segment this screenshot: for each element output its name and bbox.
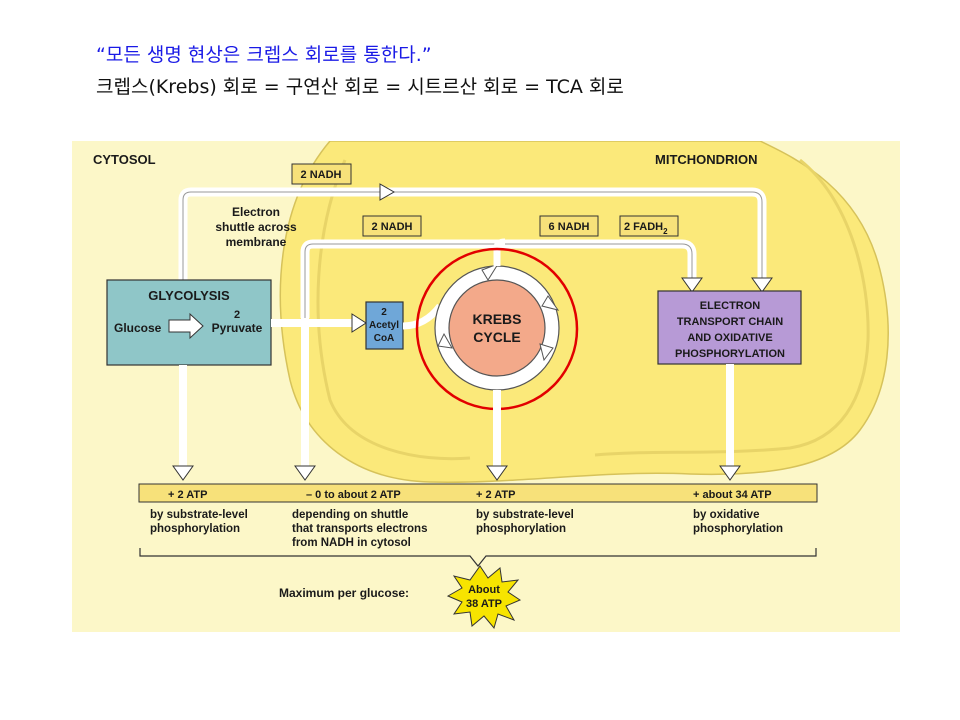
arrow-head-etc-left [681,277,703,293]
desc-krebs-1: by substrate-level [476,509,574,521]
krebs-label-2: CYCLE [473,329,520,345]
pyruvate-count: 2 [234,309,240,321]
maximum-label: Maximum per glucose: [279,586,409,600]
glucose-arrow [168,312,204,340]
krebs-arrowhead-1 [481,263,500,281]
tag-nadh-acetyl [362,215,422,237]
tag-fadh2-text: 2 FADH2 [624,221,668,236]
subtitle-heading: 크렙스(Krebs) 회로 = 구연산 회로 = 시트르산 회로 = TCA 회… [96,76,624,98]
desc-shuttle-2: that transports electrons [292,523,427,535]
tag-nadh-glycolysis [291,163,352,185]
acetyl-line-3: CoA [374,333,395,344]
etc-box [657,290,802,365]
atp-summary-bar [138,483,818,503]
summary-bracket [139,548,817,567]
shuttle-line-3: membrane [226,235,287,249]
mitochondrion-inner-membrane [316,158,870,461]
desc-shuttle-3: from NADH in cytosol [292,537,411,549]
krebs-cycle-core [448,279,546,377]
atp-oxidative: + about 34 ATP [693,489,772,501]
total-line-1: About [468,584,500,596]
shuttle-line-1: Electron [232,205,280,219]
glucose-label: Glucose [114,321,162,335]
desc-krebs-2: phosphorylation [476,523,566,535]
krebs-arrowhead-2 [541,295,560,311]
etc-line-2: TRANSPORT CHAIN [677,316,783,328]
acetyl-line-2: Acetyl [369,320,399,331]
tag-fadh2 [619,215,679,237]
desc-shuttle-1: depending on shuttle [292,509,408,521]
etc-line-4: PHOSPHORYLATION [675,348,785,360]
atp-glycolysis: + 2 ATP [168,489,207,501]
etc-line-3: AND OXIDATIVE [687,332,772,344]
tag-nadh-glycolysis-text: 2 NADH [301,169,342,181]
quote-heading: “모든 생명 현상은 크렙스 회로를 통한다.” [96,44,432,66]
atp-krebs: + 2 ATP [476,489,515,501]
acetyl-coa-box [365,301,404,350]
glycolysis-title: GLYCOLYSIS [148,288,230,303]
krebs-arrowhead-4 [437,332,453,349]
arrow-head-etc-right [751,277,773,293]
cellular-respiration-diagram: CYTOSOL MITCHONDRION GLYCOLYSIS Glucose … [72,141,900,632]
mitochondrion-shape [279,141,889,483]
etc-line-1: ELECTRON [700,300,761,312]
total-line-2: 38 ATP [466,598,502,610]
pyruvate-label: Pyruvate [212,321,263,335]
desc-oxidative-1: by oxidative [693,509,759,521]
desc-glycolysis-1: by substrate-level [150,509,248,521]
total-atp-burst [446,565,522,630]
desc-oxidative-2: phosphorylation [693,523,783,535]
krebs-arrowhead-3 [539,343,554,362]
atp-shuttle: – 0 to about 2 ATP [306,489,401,501]
mitochondrion-label: MITCHONDRION [655,152,758,167]
desc-glycolysis-2: phosphorylation [150,523,240,535]
cytosol-label: CYTOSOL [93,152,156,167]
krebs-label-1: KREBS [472,311,521,327]
tag-nadh-acetyl-text: 2 NADH [372,221,413,233]
tag-nadh-krebs [539,215,599,237]
acetyl-line-1: 2 [381,307,387,318]
arrow-head-top-mid [379,183,396,201]
shuttle-line-2: shuttle across [215,220,297,234]
tag-nadh-krebs-text: 6 NADH [549,221,590,233]
